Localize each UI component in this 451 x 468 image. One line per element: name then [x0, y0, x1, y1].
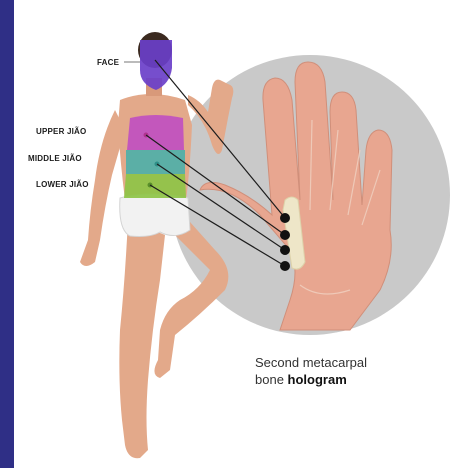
lower-jiao-point	[280, 261, 290, 271]
lower-jiao-label: LOWER JIÃO	[36, 180, 89, 189]
caption-line-2-bold: hologram	[288, 372, 347, 387]
human-figure	[80, 32, 233, 458]
face-label: FACE	[97, 58, 119, 67]
upper-jiao-point	[280, 230, 290, 240]
face-point	[280, 213, 290, 223]
caption-line-1: Second metacarpal	[255, 354, 405, 371]
upper-jiao-label: UPPER JIÃO	[36, 127, 86, 136]
figure-caption: Second metacarpal bone hologram	[255, 354, 405, 388]
upper-jiao-zone	[127, 115, 184, 150]
face-zone	[140, 40, 172, 90]
middle-jiao-label: MIDDLE JIÃO	[28, 154, 82, 163]
caption-line-2-plain: bone	[255, 372, 288, 387]
middle-jiao-point	[280, 245, 290, 255]
caption-line-2: bone hologram	[255, 371, 405, 388]
